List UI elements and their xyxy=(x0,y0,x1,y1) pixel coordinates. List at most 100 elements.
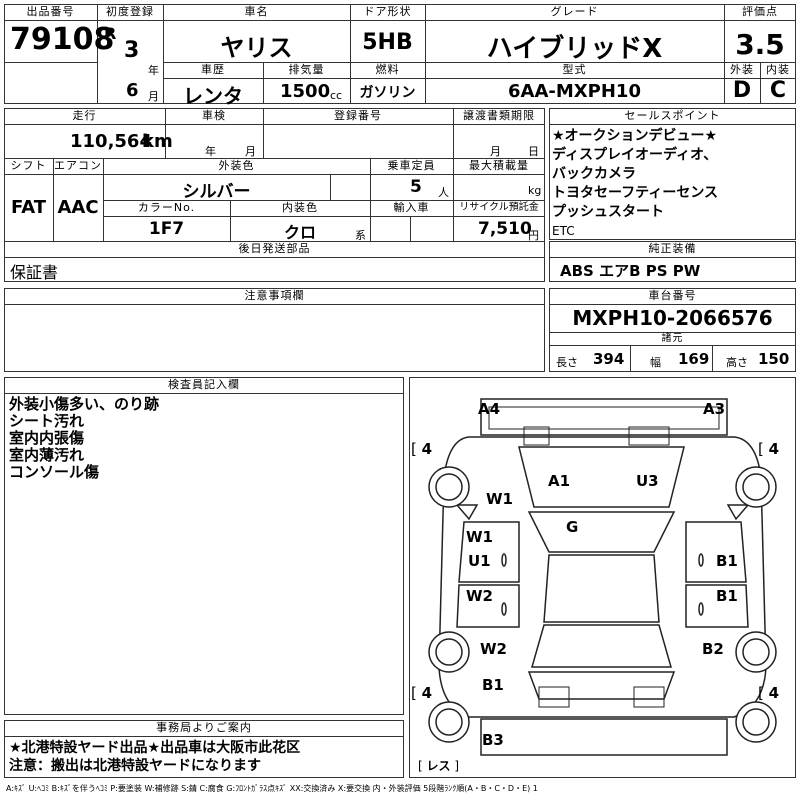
damage-mark-w2-rear: W2 xyxy=(480,640,507,658)
damage-mark-a3: A3 xyxy=(703,400,726,418)
tire-rear-left: [ 4 xyxy=(411,684,433,702)
equip-box xyxy=(549,241,796,282)
reg-month-unit: 月 xyxy=(148,90,159,103)
damage-mark-u1-left: U1 xyxy=(468,552,491,570)
width-label: 幅 xyxy=(650,356,661,369)
damage-mark-u3: U3 xyxy=(636,472,659,490)
chassis-number: MXPH10-2066576 xyxy=(572,306,773,330)
damage-mark-g: G xyxy=(566,518,579,536)
damage-diagram xyxy=(409,377,796,778)
grade: ハイブリッドX xyxy=(486,34,663,64)
sales-line: プッシュスタート xyxy=(552,204,664,220)
lot-number: 79108 xyxy=(10,22,115,57)
damage-mark-b1-right2: B1 xyxy=(716,587,738,605)
intcolor: クロ xyxy=(283,223,316,242)
notes-box xyxy=(4,288,545,372)
inspector-line: 室内内張傷 xyxy=(9,429,85,447)
int-label: 内装 xyxy=(766,63,790,76)
tire-depth: 4 xyxy=(421,440,433,458)
recycle-label: リサイクル預託金 xyxy=(459,202,539,213)
inspector-label: 検査員記入欄 xyxy=(168,378,240,391)
damage-mark-a1: A1 xyxy=(548,472,571,490)
transfer-month-unit: 月 xyxy=(490,145,501,158)
displacement-unit: cc xyxy=(330,89,343,102)
car-name: ヤリス xyxy=(220,34,293,62)
color: シルバー xyxy=(182,182,251,202)
model: 6AA-MXPH10 xyxy=(508,81,641,102)
length: 394 xyxy=(593,350,625,368)
tire-depth: 4 xyxy=(768,684,780,702)
inspection-month-unit: 月 xyxy=(245,145,256,158)
door-type: 5HB xyxy=(362,30,413,55)
history: レンタ xyxy=(183,84,243,108)
damage-mark-b3: B3 xyxy=(482,731,504,749)
shift-label: シフト xyxy=(10,159,47,172)
mileage-label: 走行 xyxy=(72,109,97,122)
car-name-label: 車名 xyxy=(244,5,269,18)
import-label: 輸入車 xyxy=(393,201,430,214)
tire-front-left: [ 4 xyxy=(411,440,433,458)
equip-label: 純正装備 xyxy=(648,242,697,255)
displacement-label: 排気量 xyxy=(288,63,325,76)
car-outline xyxy=(428,398,777,756)
damage-mark-a4: A4 xyxy=(478,400,501,418)
spare-tire: [ レス ] xyxy=(418,759,460,773)
equip-value: ABS エアB PS PW xyxy=(560,262,701,280)
reg-year-unit: 年 xyxy=(148,64,159,77)
fuel-label: 燃料 xyxy=(375,63,400,76)
intcolor-label: 内装色 xyxy=(282,201,318,214)
tire-depth: 4 xyxy=(421,684,433,702)
inspector-line: シート汚れ xyxy=(9,412,85,430)
score-label: 評価点 xyxy=(742,5,778,18)
colorno-label: カラーNo. xyxy=(137,201,196,214)
office-lines: ★北港特設ヤード出品★出品車は大阪市此花区 注意：搬出は北港特設ヤードになります xyxy=(9,739,300,775)
era: R xyxy=(104,24,117,43)
tire-depth: 4 xyxy=(768,440,780,458)
sales-lines: ★オークションデビュー★ ディスプレイオーディオ、 バックカメラ トヨタセーフテ… xyxy=(552,127,718,241)
score: 3.5 xyxy=(735,28,785,61)
inspection-year-unit: 年 xyxy=(205,145,216,158)
width: 169 xyxy=(678,350,710,368)
capacity: 5 xyxy=(410,177,422,197)
color-label: 外装色 xyxy=(218,159,255,172)
damage-mark-b1-rear: B1 xyxy=(482,676,504,694)
ext-score: D xyxy=(732,78,752,103)
int-score: C xyxy=(769,78,787,103)
model-label: 型式 xyxy=(562,63,587,76)
load-label: 最大積載量 xyxy=(469,159,529,172)
damage-mark-w1-left: W1 xyxy=(466,528,493,546)
inspector-line: コンソール傷 xyxy=(9,463,100,481)
capacity-unit: 人 xyxy=(438,186,449,199)
office-label: 事務局よりご案内 xyxy=(156,721,252,734)
history-label: 車歴 xyxy=(201,63,225,76)
inspection-label: 車検 xyxy=(202,109,226,122)
chassis-box xyxy=(549,288,796,372)
reg-month: 6 xyxy=(126,80,139,101)
height: 150 xyxy=(758,350,790,368)
grade-label: グレード xyxy=(550,5,599,18)
tire-front-right: [ 4 xyxy=(758,440,780,458)
inspector-box xyxy=(4,377,404,715)
damage-mark-w2-left: W2 xyxy=(466,587,493,605)
sales-box xyxy=(549,108,796,240)
first-reg-label: 初度登録 xyxy=(106,5,154,18)
damage-mark-w1-front: W1 xyxy=(486,490,513,508)
ac-label: エアコン xyxy=(54,159,102,172)
mileage-unit: km xyxy=(142,131,173,152)
transfer-day-unit: 日 xyxy=(528,145,539,158)
sales-line: バックカメラ xyxy=(552,166,636,182)
recycle: 7,510 xyxy=(478,219,532,239)
inspector-lines: 外装小傷多い、のり跡 シート汚れ 室内内張傷 室内薄汚れ コンソール傷 xyxy=(9,396,159,481)
damage-mark-b2-rear: B2 xyxy=(702,640,724,658)
regno-label: 登録番号 xyxy=(334,109,382,122)
spec-table xyxy=(4,108,545,282)
colorno: 1F7 xyxy=(148,219,185,239)
sales-line: ETC xyxy=(552,224,575,238)
shift: FAT xyxy=(10,197,47,218)
chassis-label: 車台番号 xyxy=(648,289,697,302)
fuel: ガソリン xyxy=(359,85,416,101)
ac: AAC xyxy=(57,197,99,218)
notes-label: 注意事項欄 xyxy=(244,289,305,302)
sales-line: ★オークションデビュー★ xyxy=(552,128,718,144)
sales-line: ディスプレイオーディオ、 xyxy=(552,147,718,163)
